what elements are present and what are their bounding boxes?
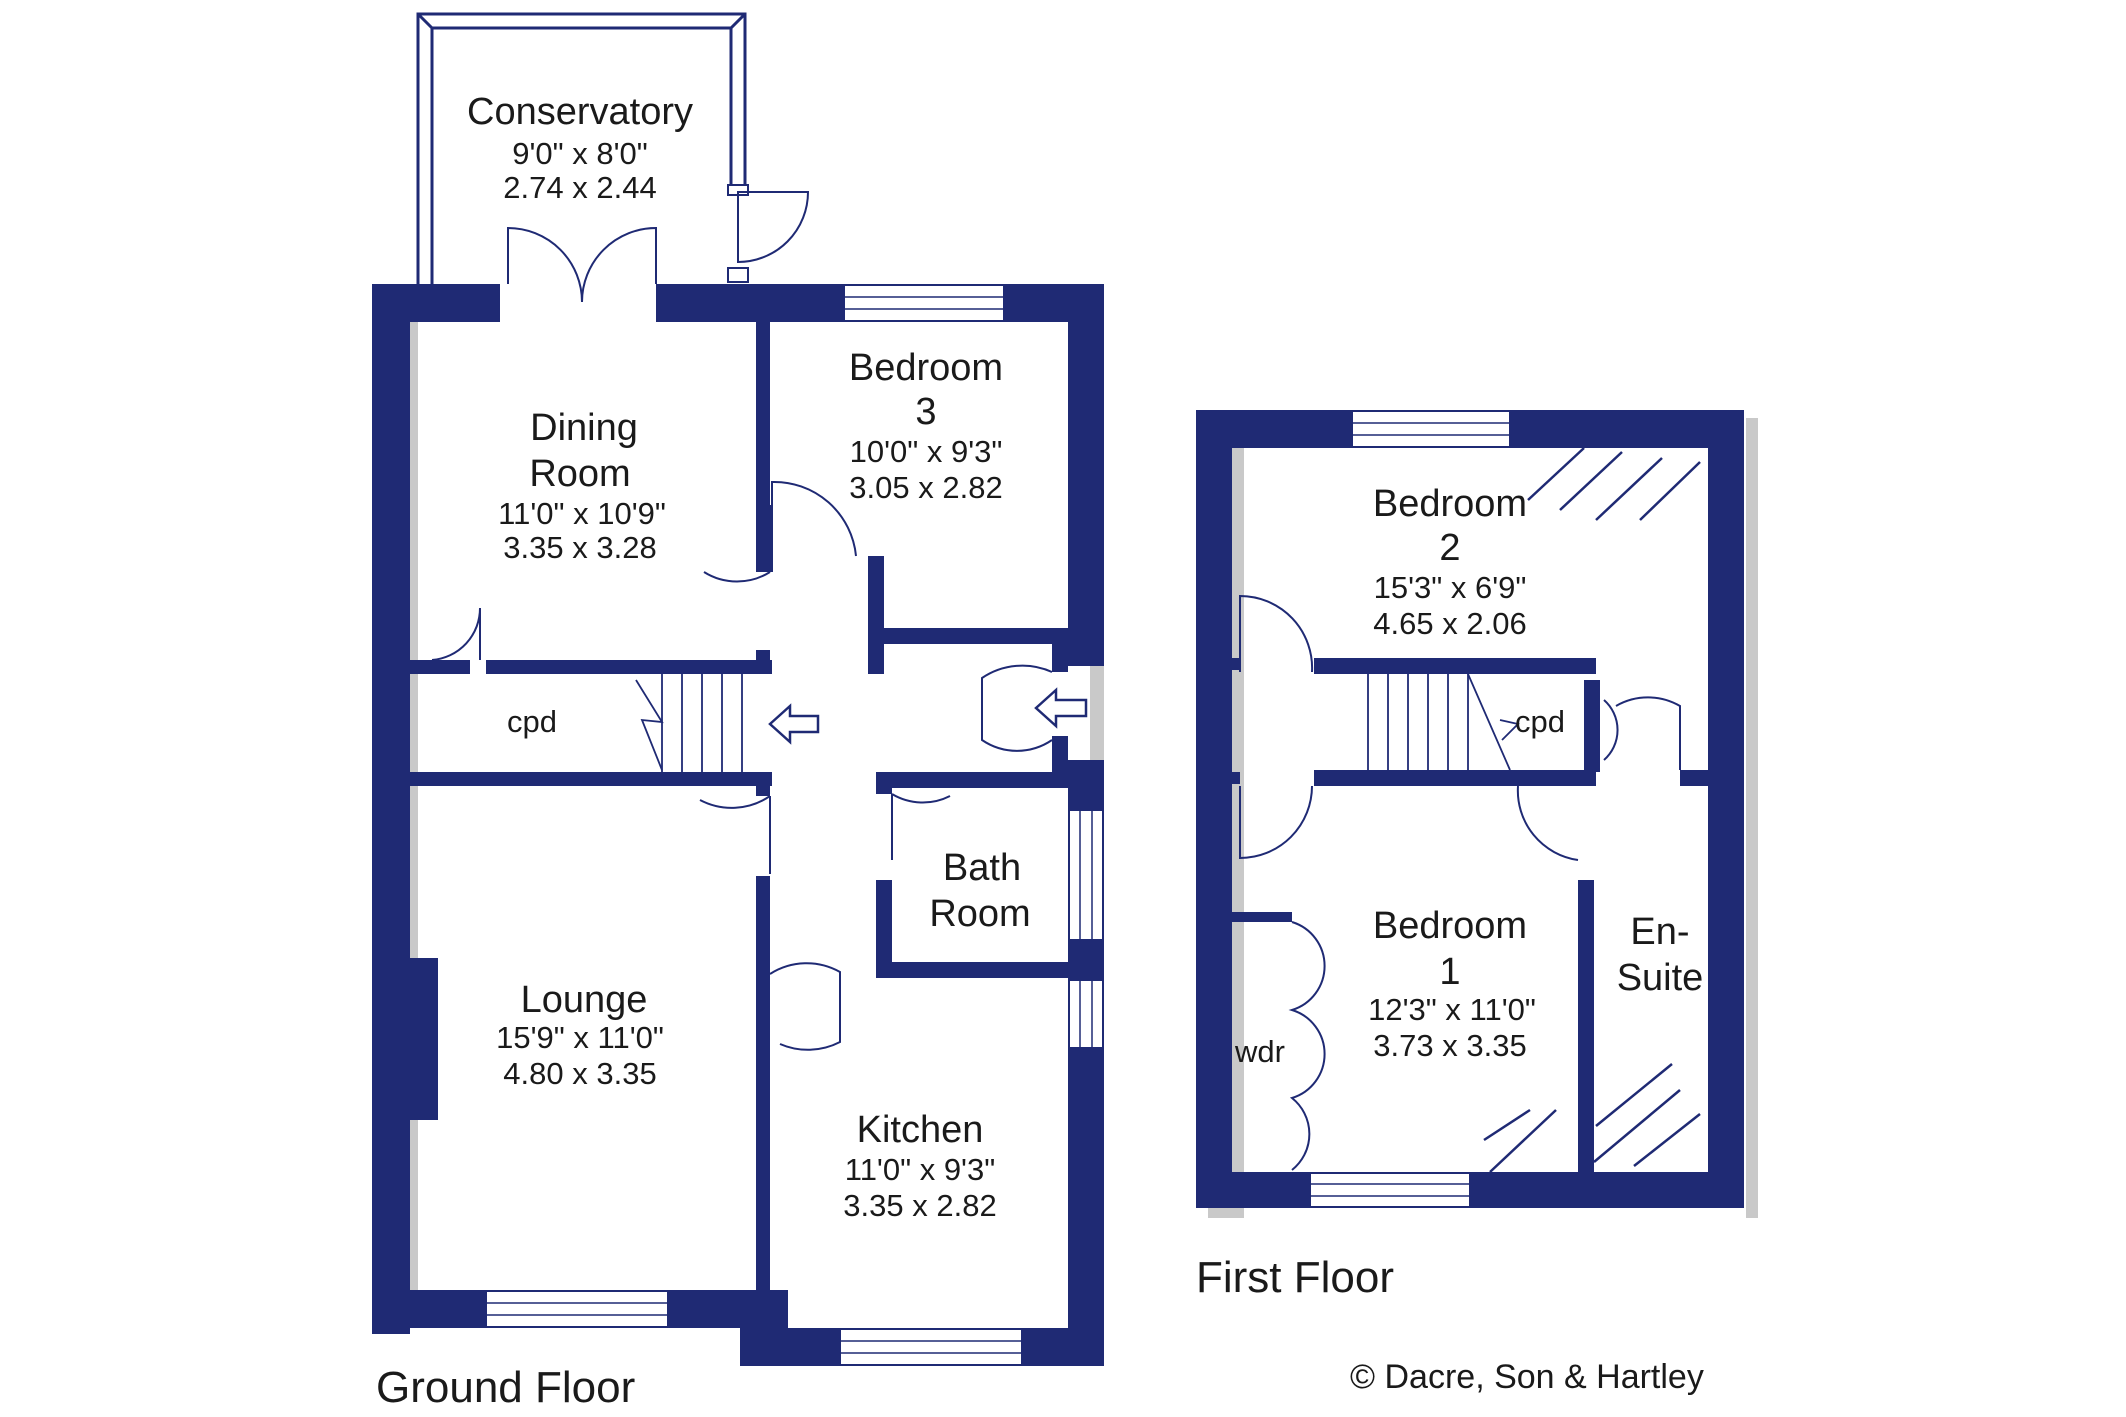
bedroom1-metric: 3.73 x 3.35	[1373, 1028, 1526, 1063]
lounge-metric: 4.80 x 3.35	[503, 1056, 656, 1091]
cpd-ground-label: cpd	[507, 704, 557, 739]
bedroom2-name-line2: 2	[1439, 527, 1460, 569]
ground-doors	[431, 480, 1053, 1051]
lounge-label: Lounge 15'9" x 11'0" 4.80 x 3.35	[496, 979, 664, 1091]
kitchen-label: Kitchen 11'0" x 9'3" 3.35 x 2.82	[843, 1109, 996, 1223]
dining-room-label: Dining Room 11'0" x 10'9" 3.35 x 3.28	[498, 407, 666, 565]
first-floor-title: First Floor	[1196, 1253, 1394, 1302]
conservatory-door[interactable]	[737, 191, 810, 264]
ground-floor-title: Ground Floor	[376, 1363, 635, 1412]
ensuite-name-line2: Suite	[1617, 957, 1704, 999]
ground-floor-plan	[372, 12, 1104, 1366]
first-floor-plan	[1196, 410, 1758, 1218]
bathroom-label: Bath Room	[929, 847, 1030, 935]
conservatory-metric: 2.74 x 2.44	[503, 170, 656, 205]
dining-french-door[interactable]	[507, 226, 657, 303]
bedroom2-name-line1: Bedroom	[1373, 483, 1527, 525]
lounge-name: Lounge	[521, 979, 648, 1021]
bedroom3-name-line1: Bedroom	[849, 347, 1003, 389]
cpd-first-label: cpd	[1515, 704, 1565, 739]
bedroom1-imperial: 12'3" x 11'0"	[1368, 992, 1536, 1027]
bedroom3-label: Bedroom 3 10'0" x 9'3" 3.05 x 2.82	[849, 347, 1003, 505]
lounge-imperial: 15'9" x 11'0"	[496, 1020, 664, 1055]
kitchen-name: Kitchen	[857, 1109, 984, 1151]
bedroom1-label: Bedroom 1 12'3" x 11'0" 3.73 x 3.35	[1368, 905, 1536, 1063]
ensuite-label: En- Suite	[1617, 911, 1704, 999]
kitchen-metric: 3.35 x 2.82	[843, 1188, 996, 1223]
ground-stairs	[635, 674, 743, 772]
wdr-label: wdr	[1234, 1034, 1285, 1069]
conservatory-name: Conservatory	[467, 91, 693, 133]
dining-metric: 3.35 x 3.28	[503, 530, 656, 565]
ensuite-name-line1: En-	[1630, 911, 1689, 953]
first-doors	[1239, 594, 1681, 1171]
first-stairs	[1367, 673, 1520, 771]
conservatory-frame	[416, 12, 810, 303]
copyright-notice: © Dacre, Son & Hartley	[1350, 1358, 1704, 1396]
conservatory-imperial: 9'0" x 8'0"	[512, 136, 648, 171]
bedroom3-metric: 3.05 x 2.82	[849, 470, 1002, 505]
bedroom2-label: Bedroom 2 15'3" x 6'9" 4.65 x 2.06	[1373, 483, 1527, 641]
bedroom1-name-line1: Bedroom	[1373, 905, 1527, 947]
ground-windows	[485, 284, 1104, 1366]
bedroom2-metric: 4.65 x 2.06	[1373, 606, 1526, 641]
hatch-marks	[1483, 447, 1701, 1173]
bathroom-name-line1: Bath	[943, 847, 1021, 889]
kitchen-imperial: 11'0" x 9'3"	[845, 1152, 995, 1187]
bedroom3-name-line2: 3	[915, 391, 936, 433]
bedroom2-imperial: 15'3" x 6'9"	[1374, 570, 1527, 605]
first-windows	[1309, 410, 1511, 1208]
bedroom1-name-line2: 1	[1439, 951, 1460, 993]
dining-name-line1: Dining	[530, 407, 638, 449]
dining-imperial: 11'0" x 10'9"	[498, 496, 666, 531]
bedroom3-imperial: 10'0" x 9'3"	[850, 434, 1003, 469]
dining-name-line2: Room	[529, 453, 630, 495]
bathroom-name-line2: Room	[929, 893, 1030, 935]
conservatory-label: Conservatory 9'0" x 8'0" 2.74 x 2.44	[467, 91, 693, 205]
